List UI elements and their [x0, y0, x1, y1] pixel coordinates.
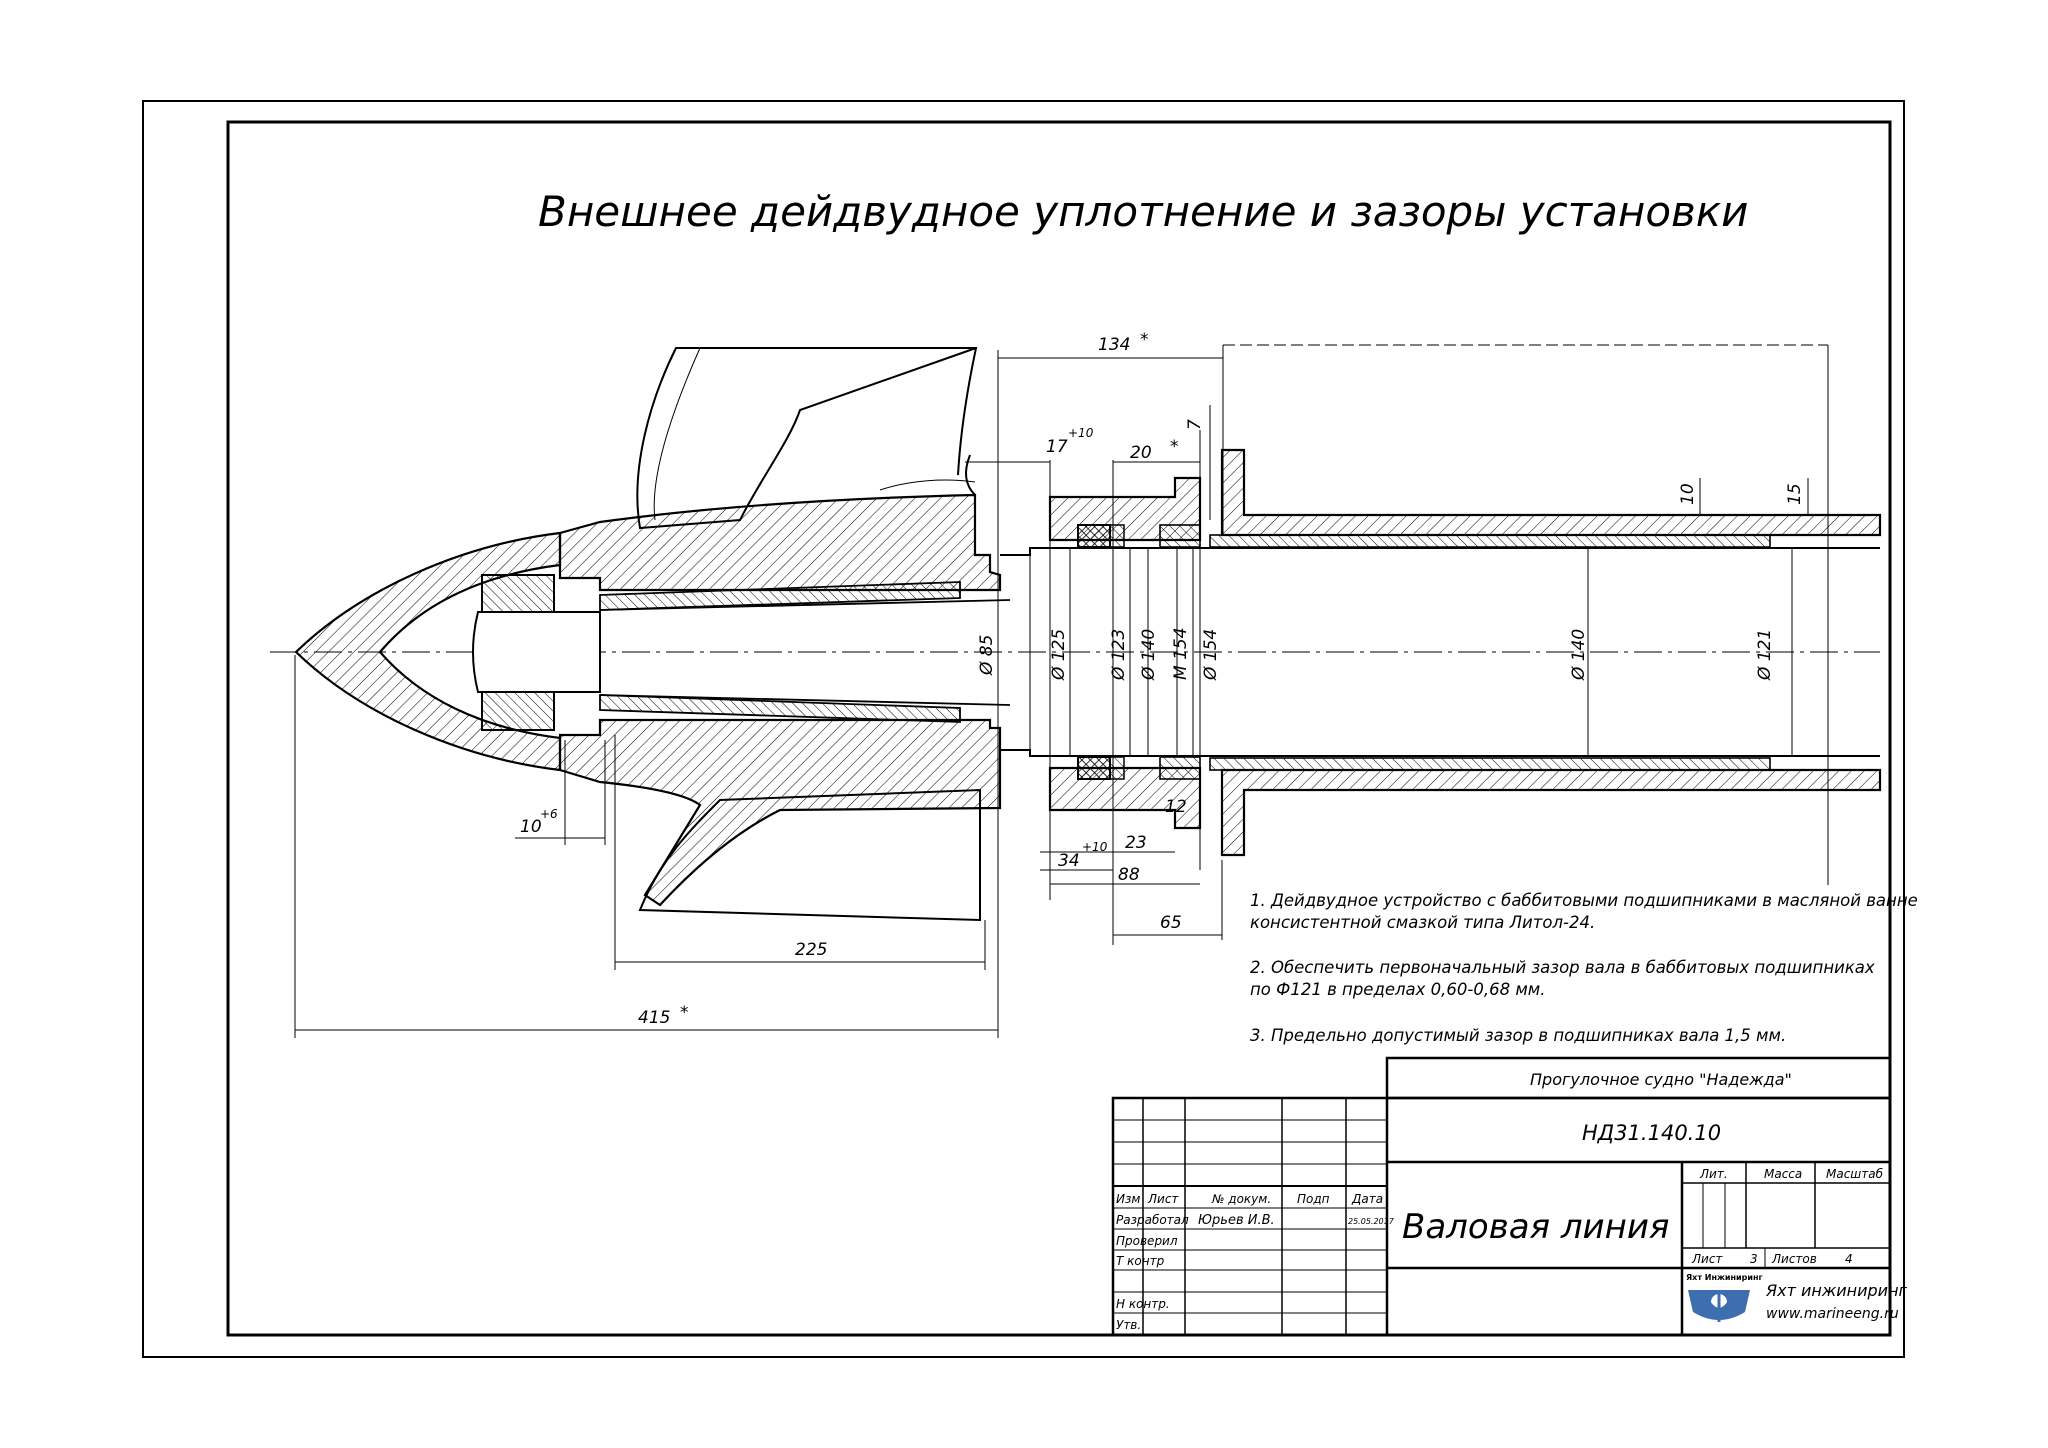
dim-34-tol: +10	[1082, 840, 1108, 854]
outer-frame	[142, 100, 1905, 1358]
dim-20-star: *	[1170, 437, 1179, 457]
tb-company: Яхт инжиниринг	[1765, 1281, 1908, 1300]
technical-notes: 1. Дейдвудное устройство с баббитовыми п…	[1250, 891, 1918, 1045]
fairing-cone	[294, 531, 562, 772]
title-block-text: Прогулочное судно "Надежда" НД31.140.10 …	[1116, 1070, 1908, 1332]
seal-packing-top	[1077, 524, 1111, 548]
babbitt-bearing-bottom	[1209, 757, 1771, 771]
note-1-line-1: 1. Дейдвудное устройство с баббитовыми п…	[1250, 891, 1918, 910]
inner-frame	[226, 120, 1892, 1337]
extension-lines	[294, 344, 1829, 1038]
dim-65: 65	[1160, 913, 1182, 933]
taper-sleeve-bottom	[599, 694, 961, 723]
dim-415: 415	[638, 1008, 670, 1028]
tb-role-developed: Разработал	[1116, 1213, 1189, 1227]
tb-developer-name: Юрьев И.В.	[1198, 1213, 1275, 1228]
dim-10-left-tol: +6	[540, 807, 558, 821]
dia-123: Ø 123	[1109, 629, 1129, 681]
dia-140-a: Ø 140	[1139, 629, 1159, 681]
drawing-title: Внешнее дейдвудное уплотнение и зазоры у…	[538, 187, 1748, 236]
dim-15: 15	[1785, 483, 1805, 505]
dia-125: Ø 125	[1049, 629, 1069, 681]
tb-sheets-label: Листов	[1771, 1252, 1817, 1266]
title-block	[1111, 1056, 1892, 1337]
note-3: 3. Предельно допустимый зазор в подшипни…	[1250, 1026, 1786, 1045]
tb-logo-text: Яхт Инжиниринг	[1686, 1273, 1763, 1282]
dim-20: 20	[1130, 443, 1152, 463]
dia-154: Ø 154	[1201, 629, 1221, 681]
tb-website: www.marineeng.ru	[1766, 1306, 1899, 1322]
assembly-drawing	[270, 344, 1882, 1038]
note-2-line-2: по Ф121 в пределах 0,60-0,68 мм.	[1250, 980, 1546, 999]
propeller-nut-top	[481, 574, 555, 614]
dim-10-left: 10	[520, 817, 542, 837]
dim-12: 12	[1165, 797, 1187, 817]
tb-hdr-izm: Изм	[1116, 1192, 1140, 1206]
tb-name: Валовая линия	[1402, 1207, 1669, 1247]
stern-tube-flange-top	[1220, 448, 1882, 537]
tb-hdr-list: Лист	[1147, 1192, 1179, 1206]
tb-mass-label: Масса	[1764, 1167, 1802, 1181]
note-1-line-2: консистентной смазкой типа Литол-24.	[1250, 913, 1595, 932]
dimension-labels: 134 * 17 +10 20 * 7 10 15 Ø 85 Ø 125 Ø 1…	[520, 330, 1805, 1028]
stern-tube-flange-bottom	[1220, 768, 1882, 857]
m-154: M 154	[1171, 627, 1191, 680]
shaft-tip	[472, 611, 601, 693]
dim-34: 34	[1058, 851, 1080, 871]
dim-23: 23	[1125, 833, 1147, 853]
company-logo-icon: Яхт Инжиниринг	[1686, 1273, 1763, 1322]
tb-hdr-doc: № докум.	[1211, 1192, 1271, 1206]
tb-hdr-sign: Подп	[1297, 1192, 1330, 1206]
tb-role-approved: Утв.	[1116, 1318, 1141, 1332]
hub-top	[558, 493, 1002, 592]
dim-10-top: 10	[1678, 483, 1698, 505]
tb-scale-label: Масштаб	[1826, 1167, 1884, 1181]
tb-role-ncontrol: Н контр.	[1116, 1297, 1170, 1311]
dim-134: 134	[1098, 335, 1130, 355]
tb-project: Прогулочное судно "Надежда"	[1530, 1070, 1792, 1089]
dim-17: 17	[1046, 437, 1068, 457]
tb-code: НД31.140.10	[1582, 1121, 1721, 1145]
gland-nut-top	[1159, 524, 1201, 548]
note-2-line-1: 2. Обеспечить первоначальный зазор вала …	[1250, 958, 1875, 977]
dia-121: Ø 121	[1755, 629, 1775, 681]
dia-140-b: Ø 140	[1569, 629, 1589, 681]
dia-85: Ø 85	[977, 635, 997, 676]
dim-17-tol: +10	[1068, 426, 1094, 440]
dim-415-star: *	[680, 1003, 689, 1023]
dimension-lines	[295, 357, 1809, 1031]
propeller-shaft	[1000, 547, 1880, 757]
babbitt-bearing-top	[1209, 534, 1771, 548]
tb-sheet-label: Лист	[1691, 1252, 1723, 1266]
dim-88: 88	[1118, 865, 1140, 885]
gland-nut-bottom	[1159, 756, 1201, 780]
hub-bottom	[558, 718, 1002, 907]
tb-hdr-date: Дата	[1351, 1192, 1383, 1206]
taper-sleeve-top	[599, 581, 961, 611]
tb-lit-label: Лит.	[1699, 1167, 1728, 1181]
tb-sheet-num: 3	[1750, 1252, 1758, 1266]
dim-225: 225	[795, 940, 827, 960]
tb-sheets-num: 4	[1845, 1252, 1853, 1266]
propeller-nut-bottom	[481, 691, 555, 731]
tb-role-tcontrol: Т контр	[1116, 1254, 1165, 1268]
tb-developer-date: 25.05.2017	[1348, 1217, 1395, 1226]
dim-7: 7	[1185, 419, 1205, 430]
seal-packing-bottom	[1077, 756, 1111, 780]
tb-role-checked: Проверил	[1116, 1234, 1178, 1248]
dim-134-star: *	[1140, 330, 1149, 350]
